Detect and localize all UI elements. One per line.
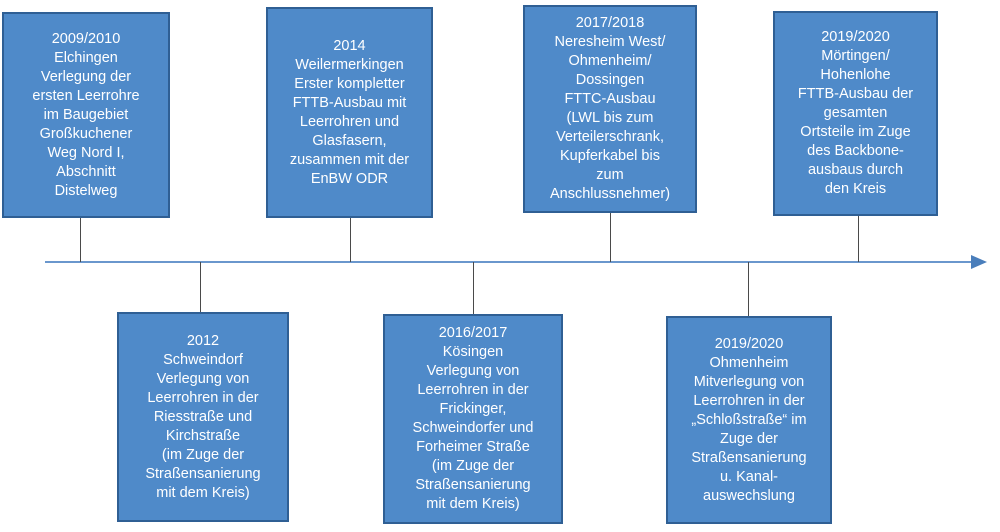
event-text: 2016/2017 Kösingen Verlegung von Leerroh…: [412, 325, 534, 512]
event-text: 2014 Weilermerkingen Erster kompletter F…: [289, 37, 410, 187]
event-text: 2009/2010 Elchingen Verlegung der ersten…: [32, 30, 140, 199]
connector-2017-2018: [610, 212, 611, 262]
event-box-2012: 2012 Schweindorf Verlegung von Leerrohre…: [117, 312, 289, 522]
event-box-2009-2010: 2009/2010 Elchingen Verlegung der ersten…: [2, 12, 170, 218]
connector-2009-2010: [80, 218, 81, 262]
event-text: 2019/2020 Ohmenheim Mitverlegung von Lee…: [691, 335, 807, 504]
event-text: 2019/2020 Mörtingen/ Hohenlohe FTTB-Ausb…: [797, 29, 914, 197]
connector-2014: [350, 218, 351, 262]
event-box-2019-2020-top: 2019/2020 Mörtingen/ Hohenlohe FTTB-Ausb…: [773, 11, 938, 216]
event-box-2019-2020-bottom: 2019/2020 Ohmenheim Mitverlegung von Lee…: [666, 316, 832, 524]
connector-2019-2020-top: [858, 216, 859, 262]
timeline-axis: [45, 261, 973, 263]
connector-2012: [200, 262, 201, 312]
connector-2016-2017: [473, 262, 474, 314]
timeline-arrowhead: [971, 255, 987, 269]
event-box-2014: 2014 Weilermerkingen Erster kompletter F…: [266, 7, 433, 218]
event-text: 2017/2018 Neresheim West/ Ohmenheim/ Dos…: [549, 15, 671, 202]
event-text: 2012 Schweindorf Verlegung von Leerrohre…: [145, 332, 261, 501]
event-box-2016-2017: 2016/2017 Kösingen Verlegung von Leerroh…: [383, 314, 563, 524]
event-box-2017-2018: 2017/2018 Neresheim West/ Ohmenheim/ Dos…: [523, 5, 697, 213]
connector-2019-2020-bottom: [748, 262, 749, 316]
